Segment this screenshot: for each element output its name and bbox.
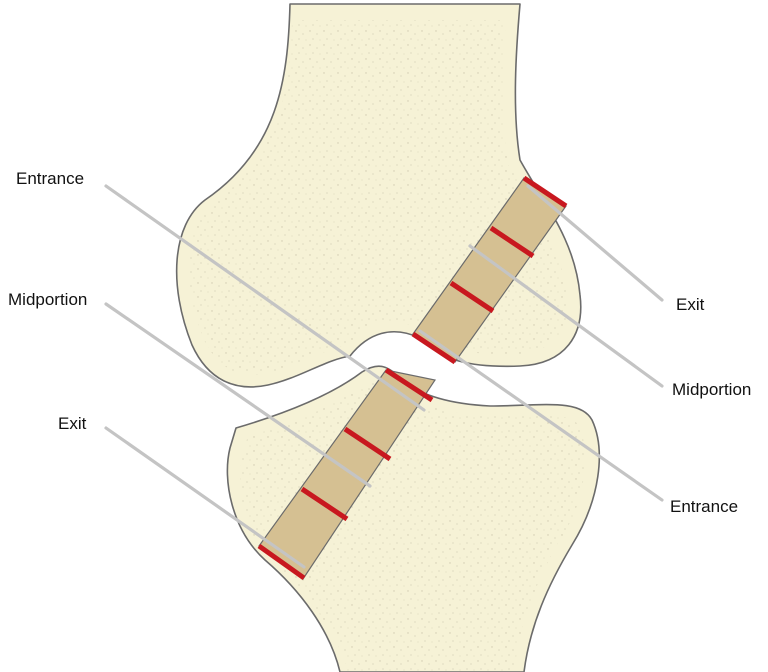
label-left-midportion: Midportion [8,290,87,309]
label-left-entrance: Entrance [16,169,84,188]
label-right-entrance: Entrance [670,497,738,516]
label-right-midportion: Midportion [672,380,751,399]
label-right-exit: Exit [676,295,705,314]
label-left-exit: Exit [58,414,87,433]
